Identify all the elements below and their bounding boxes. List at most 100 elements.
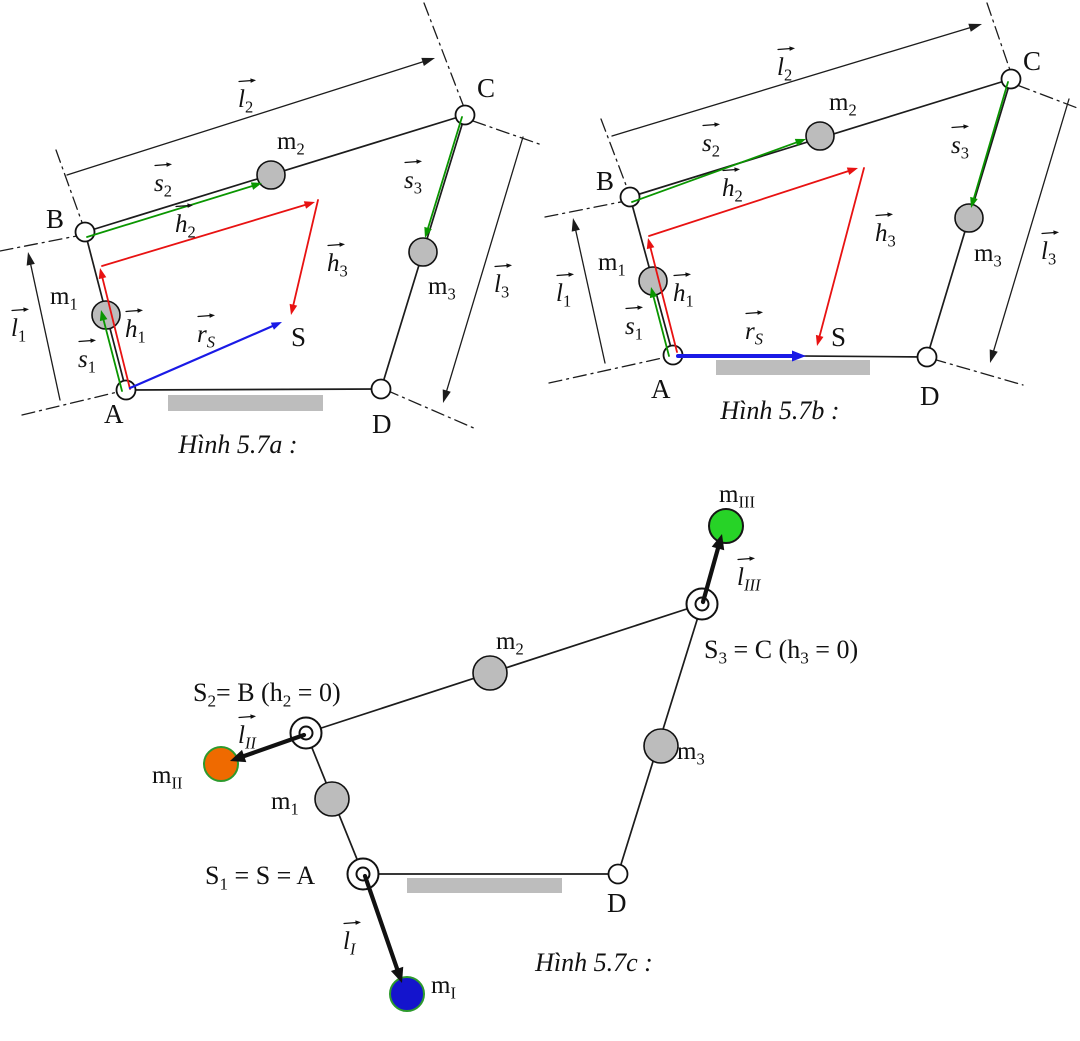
fig-a-vector-s1-shaft [101, 314, 123, 392]
fig-b-label-l1-vec-head [568, 272, 574, 277]
fig-a-vector-s1-head [99, 310, 108, 322]
fig-c-mass-mIII [708, 508, 744, 544]
fig-b-label-s2-vec [702, 123, 717, 127]
fig-c-joint-D [607, 863, 629, 885]
fig-a-vector-h3-shaft [291, 199, 319, 311]
fig-b-label-h3-vec-head [887, 212, 893, 217]
fig-a-label-m3: m3 [428, 273, 456, 304]
fig-a-label-l3-vec-head [506, 263, 512, 268]
fig-a-vector-rS-shaft [128, 323, 278, 390]
fig-c-vector-lIII-head [711, 534, 725, 551]
fig-c-label-S2-eq: S2= B (h2 = 0) [193, 678, 341, 711]
fig-b-joint-B [619, 186, 641, 208]
fig-a-label-h1-vec-head [137, 308, 143, 313]
fig-a-vector-h2-head [303, 201, 315, 209]
fig-a-ground-0 [168, 395, 323, 411]
fig-a-dim-l3-head [442, 389, 451, 403]
fig-a-vector-h1-head [98, 268, 107, 280]
fig-b-vector-rS-head [792, 350, 806, 362]
fig-c-label-lIII-vec [737, 557, 752, 561]
fig-b-label-l1-vec [556, 273, 571, 277]
fig-a-label-B: B [46, 204, 64, 234]
fig-b-label-s3-vec [951, 125, 966, 129]
fig-b-label-s2: s2 [702, 130, 720, 161]
fig-b-label-h3-vec [875, 213, 890, 217]
fig-a-dashdot-4 [21, 388, 131, 416]
fig-c-label-S3-eq: S3 = C (h3 = 0) [704, 635, 858, 668]
fig-a-vector-s2-shaft [86, 183, 258, 238]
fig-c-label-mIII: mIII [719, 481, 755, 512]
fig-c-mass-mII [203, 746, 239, 782]
fig-b-label-s1: s1 [625, 313, 643, 344]
fig-c-label-m1: m1 [271, 788, 299, 819]
fig-b-label-h1-vec [673, 273, 688, 277]
fig-b-label-l3-vec-head [1053, 230, 1059, 235]
fig-a-label-rS-vec-head [209, 313, 215, 318]
fig-b-label-h3: h3 [875, 220, 896, 251]
fig-b-dashdot-3 [1016, 84, 1080, 110]
fig-b-vector-s1-head [649, 287, 658, 299]
fig-b-label-D: D [920, 381, 940, 411]
fig-b-dashdot-4 [548, 354, 677, 384]
fig-c-label-m2: m2 [496, 628, 524, 659]
fig-a-link-AD [125, 388, 382, 391]
fig-c-vector-lI-shaft [362, 873, 402, 978]
fig-b-dashdot-1 [600, 118, 630, 194]
fig-b-vector-h3-head [815, 334, 824, 346]
fig-a-dashdot-2 [423, 2, 471, 124]
fig-c-label-mII: mII [152, 762, 182, 793]
fig-c-ground-0 [407, 878, 562, 893]
fig-c-label-lI: lI [343, 928, 357, 959]
fig-b-label-h2: h2 [722, 175, 743, 206]
fig-b-dim-l1-head [571, 218, 580, 232]
fig-c-vector-lII-shaft [235, 732, 307, 761]
fig-b-label-l2-vec [777, 47, 792, 51]
fig-a-label-s2-vec-head [166, 162, 172, 167]
fig-b-label-rS: rS [745, 318, 763, 349]
fig-b-label-l3-vec [1041, 231, 1056, 235]
fig-b-ground-0 [716, 360, 870, 375]
fig-b-vector-h2-head [846, 167, 858, 175]
fig-a-label-l2-vec-head [250, 78, 256, 83]
fig-a-vector-s3-shaft [425, 116, 463, 234]
fig-a-label-D: D [372, 409, 392, 439]
fig-b-label-rS-vec-head [757, 310, 763, 315]
fig-a-label-h2-vec-head [187, 203, 193, 208]
fig-b-label-l2: l2 [777, 54, 792, 85]
fig-c-vector-lII-head [230, 749, 247, 763]
fig-c-vector-lIII-shaft [700, 539, 722, 605]
fig-a-label-s3: s3 [404, 167, 422, 198]
fig-a-joint-D [370, 378, 392, 400]
fig-a-label-s2-vec [154, 163, 169, 167]
fig-b-label-h1: h1 [673, 280, 694, 311]
fig-b-label-s3-vec-head [963, 124, 969, 129]
fig-a-label-h2: h2 [175, 211, 196, 242]
fig-a-vector-rS-head [270, 322, 282, 330]
fig-a-label-A: A [104, 399, 124, 429]
fig-a-label-h3-vec-head [339, 242, 345, 247]
fig-a-label-s1: s1 [78, 346, 96, 377]
fig-a-label-h1-vec [125, 309, 140, 313]
fig-b-caption: Hình 5.7b : [719, 396, 839, 425]
fig-b-label-s1-vec-head [637, 305, 643, 310]
fig-a-label-m1: m1 [50, 283, 78, 314]
fig-c-mass-m2 [472, 655, 508, 691]
fig-c-caption: Hình 5.7c : [534, 948, 653, 977]
fig-c-label-lIII-vec-head [749, 556, 755, 561]
fig-a-vector-s3-head [424, 226, 432, 238]
fig-c-label-lII: lII [238, 722, 257, 753]
fig-c-mass-mI [389, 976, 425, 1012]
fig-b-label-C: C [1023, 46, 1041, 76]
fig-a-label-h3-vec [327, 243, 342, 247]
fig-a-mass-m2 [256, 160, 286, 190]
fig-a-mass-m3 [408, 237, 438, 267]
fig-a-vector-h1-shaft [100, 272, 131, 390]
fig-b-dim-l2-line [611, 25, 975, 137]
fig-a-dim-l2-line [66, 59, 429, 176]
fig-b-dim-l3-line [991, 98, 1070, 356]
fig-c-label-lII-vec-head [250, 714, 256, 719]
